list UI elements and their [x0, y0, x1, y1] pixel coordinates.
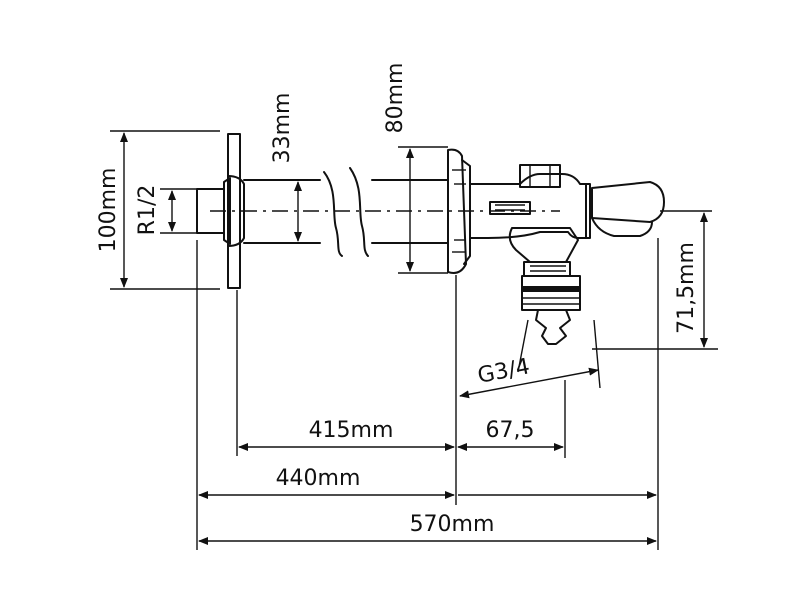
- top-cap-nut: [519, 164, 561, 188]
- extension-lines: [110, 130, 718, 550]
- valve-housing: [469, 173, 591, 239]
- label-675: 67,5: [486, 418, 535, 443]
- label-33mm: 33mm: [270, 93, 295, 164]
- hose-nozzle: [535, 309, 571, 345]
- rosette: [447, 148, 467, 274]
- label-570mm: 570mm: [410, 512, 495, 537]
- label-415mm: 415mm: [309, 418, 394, 443]
- pipe-break-mark: [349, 167, 369, 257]
- label-440mm: 440mm: [276, 466, 361, 491]
- valve-body: [196, 133, 665, 345]
- label-80mm: 80mm: [383, 63, 408, 134]
- wall-flange: [227, 133, 241, 289]
- pipe-break-mark: [323, 171, 343, 257]
- dim-line-g34: [459, 367, 599, 399]
- label-100mm: 100mm: [96, 168, 121, 253]
- hose-outlet: [508, 227, 579, 263]
- label-715mm: 71,5mm: [674, 242, 699, 334]
- outlet-ring: [521, 275, 581, 311]
- logo-plate: [489, 201, 531, 215]
- valve-handle: [591, 181, 665, 223]
- dimension-lines: [120, 132, 708, 545]
- label-r12: R1/2: [135, 185, 160, 236]
- dimension-labels: 100mm R1/2 33mm 80mm 71,5mm G3/4 415mm 6…: [96, 63, 699, 537]
